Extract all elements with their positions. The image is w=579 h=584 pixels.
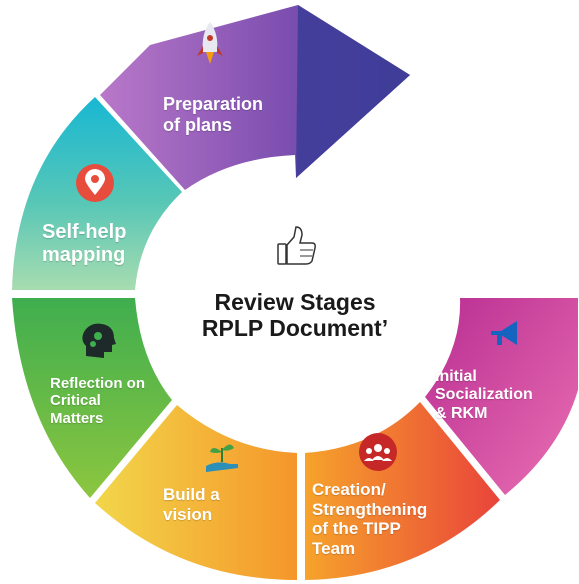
segment-reflection [12,298,172,498]
center-title-line1: Review Stages [214,289,376,315]
segment-build-vision [95,405,297,580]
team-icon [359,433,397,471]
location-pin-icon [76,164,114,202]
plant-in-hand-icon [206,444,238,472]
center-title-line2: RPLP Document’ [201,314,389,341]
segment-creation [305,402,500,580]
stage-label-initial: Initial Socialization & RKM [435,368,533,422]
stage-label-build-vision: Build a vision [163,485,220,524]
stage-label-creation: Creation/ Strengthening of the TIPP Team [312,480,428,558]
thumbs-up-icon [277,226,316,265]
stage-label-self-help: Self-help mapping [42,221,127,266]
segment-initial [425,298,578,495]
stage-label-reflection: Reflection on Critical Matters [50,375,146,427]
head-gears-icon [82,323,116,358]
center-title: Review Stages RPLP Document’ [160,289,430,342]
segment-preparation-arrowhead [296,5,410,178]
rocket-icon [197,22,223,64]
megaphone-icon [491,321,517,345]
stage-label-preparation: Preparation of plans [163,94,264,135]
